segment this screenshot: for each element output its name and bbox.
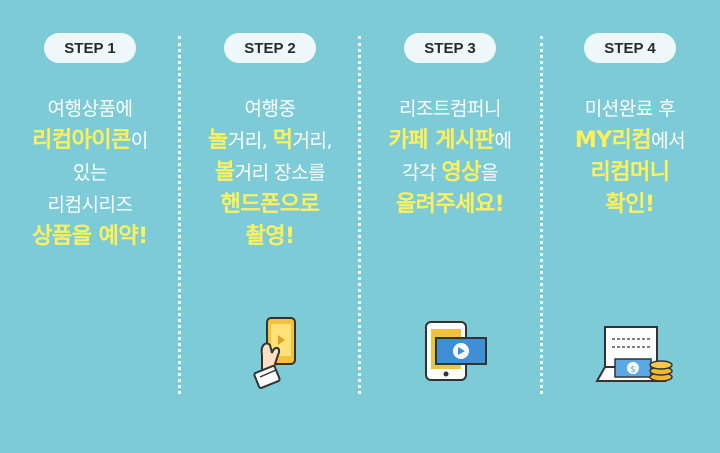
highlight-text: 올려주세요! (395, 192, 505, 217)
highlight-text: 촬영! (245, 224, 295, 249)
body-text: 에서 (651, 130, 686, 152)
step-text-line: 촬영! (208, 221, 332, 253)
step-4-badge: STEP 4 (584, 33, 676, 63)
body-text: 에 (494, 130, 512, 152)
step-text-line: 카페 게시판에 (389, 125, 512, 157)
highlight-text: 카페 게시판 (388, 128, 495, 153)
highlight-text: 리컴머니 (590, 160, 670, 185)
body-text: 여행중 (244, 98, 296, 120)
body-text: 리조트컴퍼니 (399, 98, 501, 120)
body-text: 있는 (73, 162, 107, 184)
body-text: 미션완료 후 (584, 98, 676, 120)
step-2-badge: STEP 2 (224, 33, 316, 63)
step-text-line: 리조트컴퍼니 (389, 93, 512, 125)
step-text-line: 각각 영상을 (389, 157, 512, 189)
step-text-line: 여행상품에 (32, 93, 148, 125)
dotted-divider (358, 36, 361, 394)
step-text-line: 놀거리, 먹거리, (207, 125, 333, 157)
step-text-line: 상품을 예약! (32, 221, 148, 253)
step-text-line: 확인! (575, 189, 685, 221)
highlight-text: 상품을 예약! (32, 224, 148, 249)
step-text-line: 리컴아이콘이 (32, 125, 148, 157)
highlight-text: 볼 (214, 160, 235, 185)
step-1-badge: STEP 1 (44, 33, 136, 63)
body-text: 거리, (292, 130, 333, 152)
highlight-text: 확인! (605, 192, 655, 217)
body-text: 을 (480, 162, 498, 184)
body-text: 거리, (227, 130, 273, 152)
highlight-text: 핸드폰으로 (220, 192, 320, 217)
body-text: 거리 장소를 (234, 162, 326, 184)
step-text-line: 리컴시리즈 (32, 189, 148, 221)
highlight-text: 리컴아이콘 (32, 128, 131, 153)
dotted-divider (178, 36, 181, 394)
step-text-line: 리컴머니 (575, 157, 685, 189)
body-text: 이 (130, 130, 148, 152)
highlight-text: MY리컴 (574, 128, 652, 153)
body-text: 리컴시리즈 (47, 194, 133, 216)
step-text-line: 있는 (32, 157, 148, 189)
step-text-line: 볼거리 장소를 (208, 157, 332, 189)
tablet-video-icon (425, 321, 487, 381)
dotted-divider (540, 36, 543, 394)
highlight-text: 영상 (441, 160, 482, 185)
step-3-badge: STEP 3 (404, 33, 496, 63)
body-text: 여행상품에 (47, 98, 133, 120)
step-text-line: 여행중 (208, 93, 332, 125)
svg-text:$: $ (630, 365, 636, 375)
step-text-line: 핸드폰으로 (208, 189, 332, 221)
step-text-line: 미션완료 후 (575, 93, 685, 125)
step-text-line: 올려주세요! (389, 189, 512, 221)
body-text: 각각 (402, 162, 442, 184)
highlight-text: 먹 (272, 128, 293, 153)
hand-phone-icon (253, 317, 296, 389)
highlight-text: 놀 (207, 128, 228, 153)
money-receipt-icon: $ (595, 326, 673, 382)
step-text-line: MY리컴에서 (574, 125, 686, 157)
